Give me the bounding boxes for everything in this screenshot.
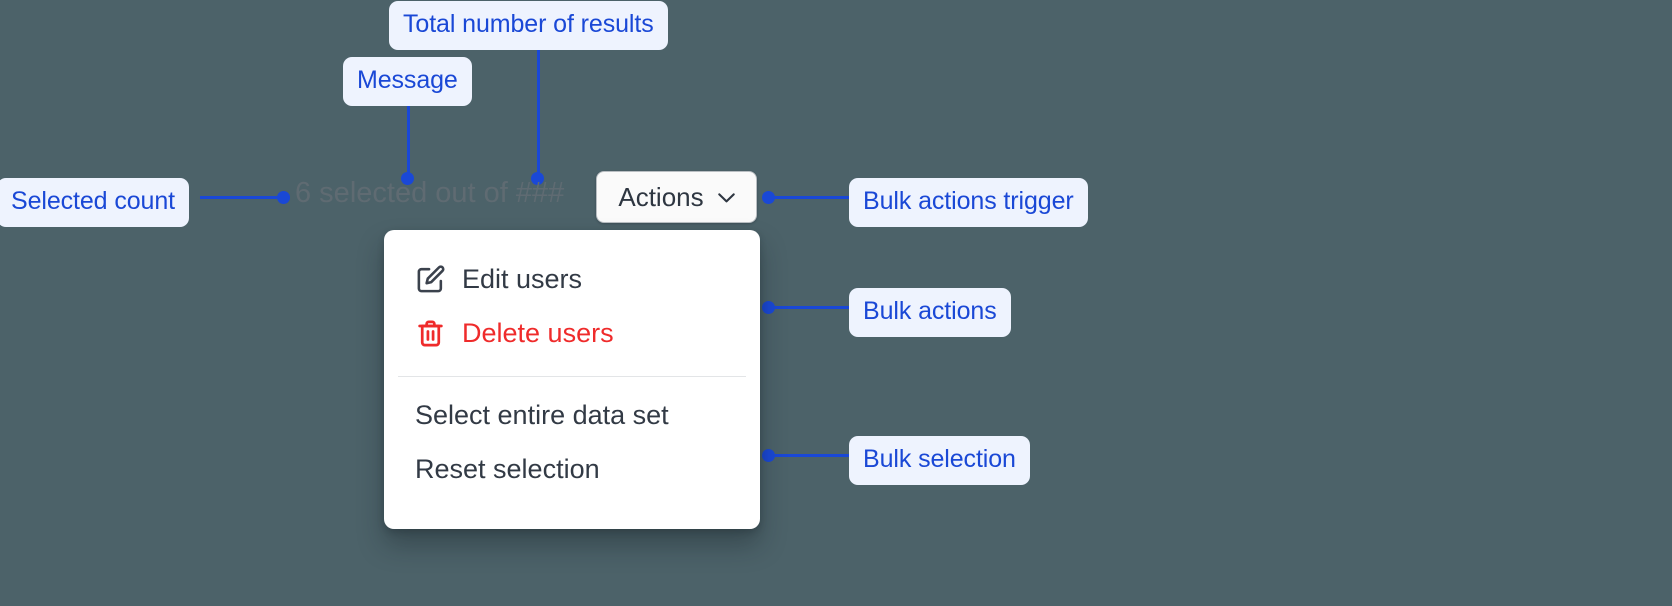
connector-dot-selected-count xyxy=(277,191,290,204)
actions-button-label: Actions xyxy=(618,182,704,212)
menu-item-select-entire-data-set[interactable]: Select entire data set xyxy=(384,388,760,442)
trash-icon xyxy=(415,318,462,349)
connector-total-number-of-results xyxy=(537,40,540,180)
connector-bulk-actions xyxy=(766,306,858,309)
chevron-down-icon xyxy=(717,192,735,203)
bulk-actions-menu: Edit users Delete users Select entire da… xyxy=(384,230,760,529)
connector-dot-bulk-actions-trigger xyxy=(762,191,775,204)
menu-item-edit-users[interactable]: Edit users xyxy=(384,252,760,306)
menu-item-label: Select entire data set xyxy=(415,399,669,430)
annotation-total-number-of-results: Total number of results xyxy=(389,1,668,50)
annotation-bulk-selection: Bulk selection xyxy=(849,436,1030,485)
connector-message xyxy=(407,94,410,180)
menu-item-reset-selection[interactable]: Reset selection xyxy=(384,442,760,496)
menu-item-label: Reset selection xyxy=(415,453,600,484)
connector-bulk-actions-trigger xyxy=(766,196,858,199)
menu-item-label: Edit users xyxy=(462,263,583,294)
connector-dot-bulk-actions xyxy=(762,301,775,314)
menu-separator xyxy=(398,376,746,377)
connector-dot-message xyxy=(401,172,414,185)
edit-pencil-square-icon xyxy=(415,264,462,295)
annotation-selected-count: Selected count xyxy=(0,178,189,227)
connector-selected-count xyxy=(200,196,290,199)
connector-bulk-selection xyxy=(766,454,858,457)
annotation-message: Message xyxy=(343,57,472,106)
selected-count-message: 6 selected out of ### xyxy=(295,177,565,209)
annotation-bulk-actions: Bulk actions xyxy=(849,288,1011,337)
menu-item-label: Delete users xyxy=(462,317,614,348)
menu-item-delete-users[interactable]: Delete users xyxy=(384,306,760,360)
connector-dot-total-number-of-results xyxy=(531,172,544,185)
connector-dot-bulk-selection xyxy=(762,449,775,462)
bulk-actions-trigger-button[interactable]: Actions xyxy=(596,171,757,223)
annotation-bulk-actions-trigger: Bulk actions trigger xyxy=(849,178,1088,227)
